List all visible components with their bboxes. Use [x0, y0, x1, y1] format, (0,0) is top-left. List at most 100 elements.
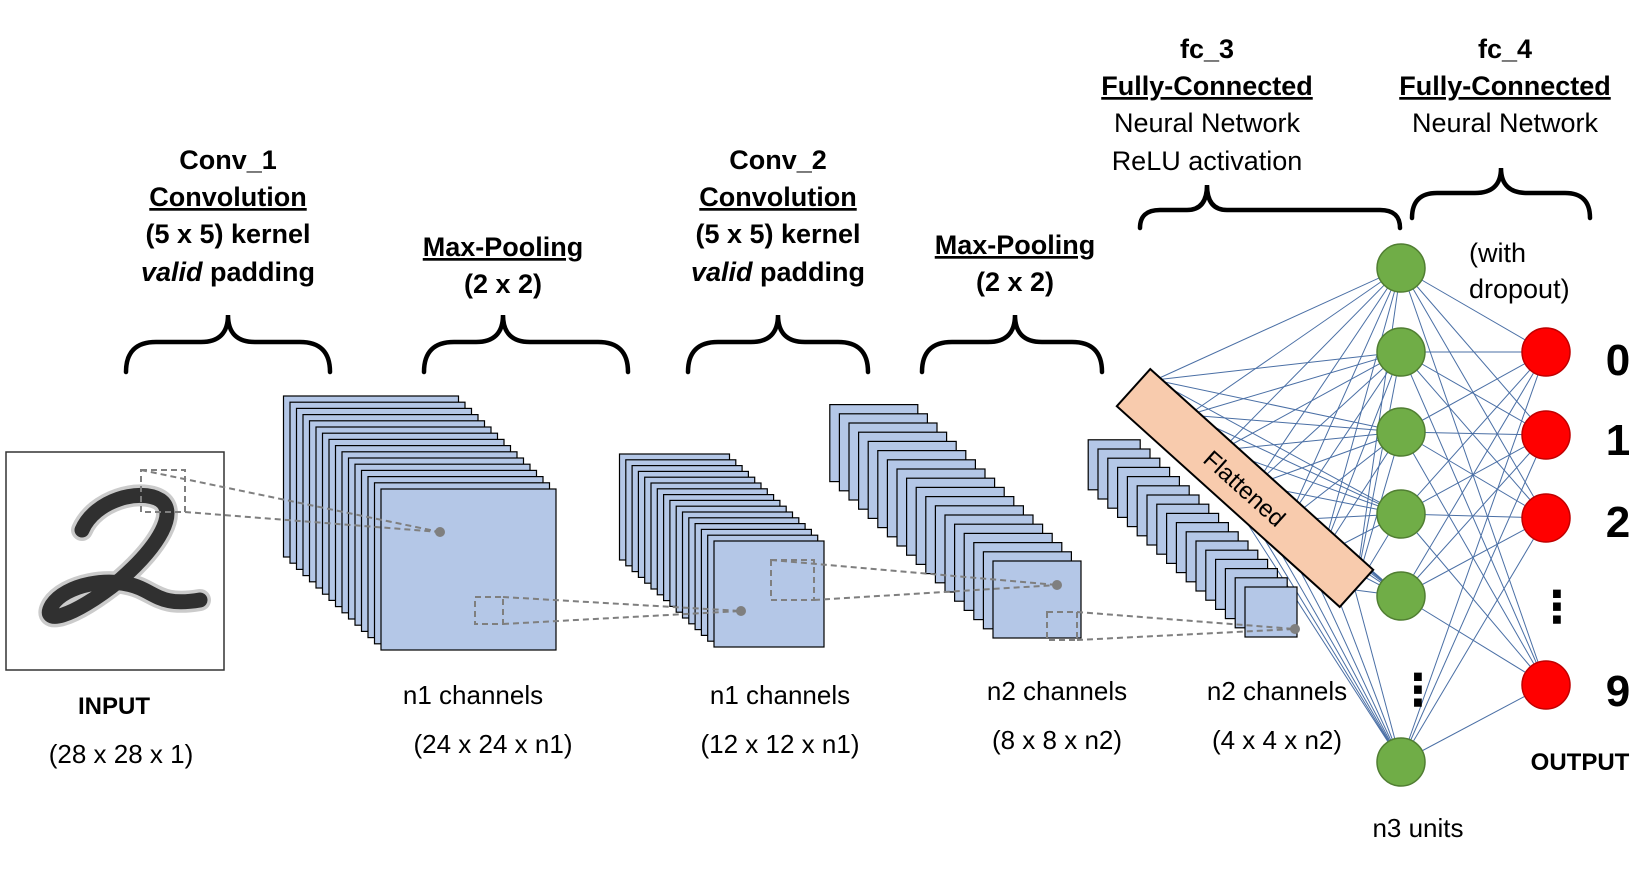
input-frame [5, 451, 225, 671]
map3-channels: n2 channels [987, 676, 1127, 706]
output-digit-0: 0 [1606, 336, 1630, 385]
fc4-connection [1400, 434, 1547, 597]
guide-dot [736, 606, 746, 616]
conv1-type: Convolution [149, 182, 306, 212]
fc4-connection [1400, 351, 1547, 515]
fc4-line1: Neural Network [1412, 108, 1599, 138]
pool1-size: (2 x 2) [464, 269, 542, 299]
fc3-connection [1188, 414, 1402, 515]
map2-shape: (12 x 12 x n1) [701, 729, 860, 759]
fc3-connection [1188, 351, 1402, 416]
fc3-connection [1154, 351, 1402, 381]
hidden-unit-node [1376, 407, 1426, 457]
fc3-connection [1287, 267, 1402, 521]
fc3-connection [1154, 379, 1402, 515]
guide-line [770, 559, 1058, 586]
fc3-type: Fully-Connected [1101, 71, 1313, 101]
hidden-units [1376, 243, 1426, 787]
fc3-line1: Neural Network [1114, 108, 1301, 138]
conv2-kernel: (5 x 5) kernel [695, 219, 860, 249]
fc4-connection [1400, 434, 1547, 763]
conv2-type: Convolution [699, 182, 856, 212]
fc3-name: fc_3 [1180, 34, 1234, 64]
brace-conv2 [685, 314, 871, 375]
guide-dots [435, 527, 1300, 634]
map1-shape: (24 x 24 x n1) [414, 729, 573, 759]
output-units [1521, 327, 1571, 710]
map4-shape: (4 x 4 x n2) [1212, 725, 1342, 755]
brace-pool2 [919, 314, 1105, 375]
header-pool2: Max-Pooling (2 x 2) [935, 230, 1096, 297]
fc4-type: Fully-Connected [1399, 71, 1611, 101]
fc4-name: fc_4 [1478, 34, 1532, 64]
output-unit-node [1521, 493, 1571, 543]
brace-fc3 [1137, 184, 1403, 231]
fc3-connection [1354, 589, 1402, 763]
hidden-unit-node [1376, 243, 1426, 293]
output-label: OUTPUT [1531, 749, 1630, 776]
input-label: INPUT [78, 693, 150, 720]
fc4-connection [1400, 267, 1547, 353]
hidden-units-label: n3 units [1372, 813, 1463, 843]
feature-map-stack-pool1 [618, 453, 825, 648]
brace-fc4 [1409, 167, 1593, 221]
output-unit-node [1521, 327, 1571, 377]
fc4-connection [1400, 351, 1547, 433]
fc3-connection [1287, 351, 1402, 521]
fc4-dropout-line1: (with [1469, 238, 1526, 268]
header-fc4: fc_4 Fully-Connected Neural Network [1399, 34, 1611, 138]
guide-dot [1052, 580, 1062, 590]
map3-shape: (8 x 8 x n2) [992, 725, 1122, 755]
guide-line [1076, 628, 1296, 641]
fc3-connection [1154, 379, 1402, 433]
feature-map-front [713, 540, 825, 648]
fc3-connection [1188, 414, 1402, 433]
fc3-connection [1254, 267, 1402, 486]
fc3-connection [1254, 351, 1402, 486]
pool2-size: (2 x 2) [976, 267, 1054, 297]
fc3-connection [1321, 267, 1402, 556]
feature-map-front [380, 488, 557, 651]
fc3-connection [1221, 431, 1402, 451]
header-fc3: fc_3 Fully-Connected Neural Network ReLU… [1101, 34, 1313, 176]
pool2-type: Max-Pooling [935, 230, 1096, 260]
conv2-name: Conv_2 [729, 145, 827, 175]
guide-line [1076, 611, 1296, 630]
fc4-connection [1400, 351, 1547, 763]
header-conv1: Conv_1 Convolution (5 x 5) kernel valid … [141, 145, 315, 287]
fc4-connection [1400, 351, 1547, 597]
guide-line [184, 511, 441, 533]
feature-map-stack-pool2 [1087, 439, 1298, 638]
brace-conv1 [123, 314, 333, 375]
feature-map-stack-conv2 [829, 404, 1082, 639]
guide-dot [1290, 624, 1300, 634]
conv2-pool-box [1046, 611, 1078, 641]
input-image [5, 451, 225, 671]
map1-channels: n1 channels [403, 680, 543, 710]
output-ellipsis: ⋮ [1535, 583, 1579, 632]
conv1-padding: valid padding [141, 257, 315, 287]
fc3-connection [1354, 351, 1402, 591]
output-digit-9: 9 [1606, 667, 1630, 716]
guide-line [813, 584, 1058, 601]
guide-dot [435, 527, 445, 537]
conv1-name: Conv_1 [179, 145, 277, 175]
fc4-connection [1400, 267, 1547, 686]
fc4-dropout-line2: dropout) [1469, 274, 1570, 304]
input-shape: (28 x 28 x 1) [49, 739, 194, 769]
feature-map-stack-conv1 [282, 395, 557, 651]
fc4-connection [1400, 351, 1547, 686]
pool1-type: Max-Pooling [423, 232, 584, 262]
map4-channels: n2 channels [1207, 676, 1347, 706]
input-kernel-box [140, 469, 186, 513]
hidden-unit-node [1376, 489, 1426, 539]
fc4-connection [1400, 517, 1547, 763]
fc4-connection [1400, 431, 1547, 686]
conv1-kernel: (5 x 5) kernel [145, 219, 310, 249]
fc3-line2: ReLU activation [1112, 146, 1303, 176]
brace-pool1 [421, 314, 631, 375]
map2-channels: n1 channels [710, 680, 850, 710]
header-pool1: Max-Pooling (2 x 2) [423, 232, 584, 299]
feature-map-front [992, 560, 1082, 639]
